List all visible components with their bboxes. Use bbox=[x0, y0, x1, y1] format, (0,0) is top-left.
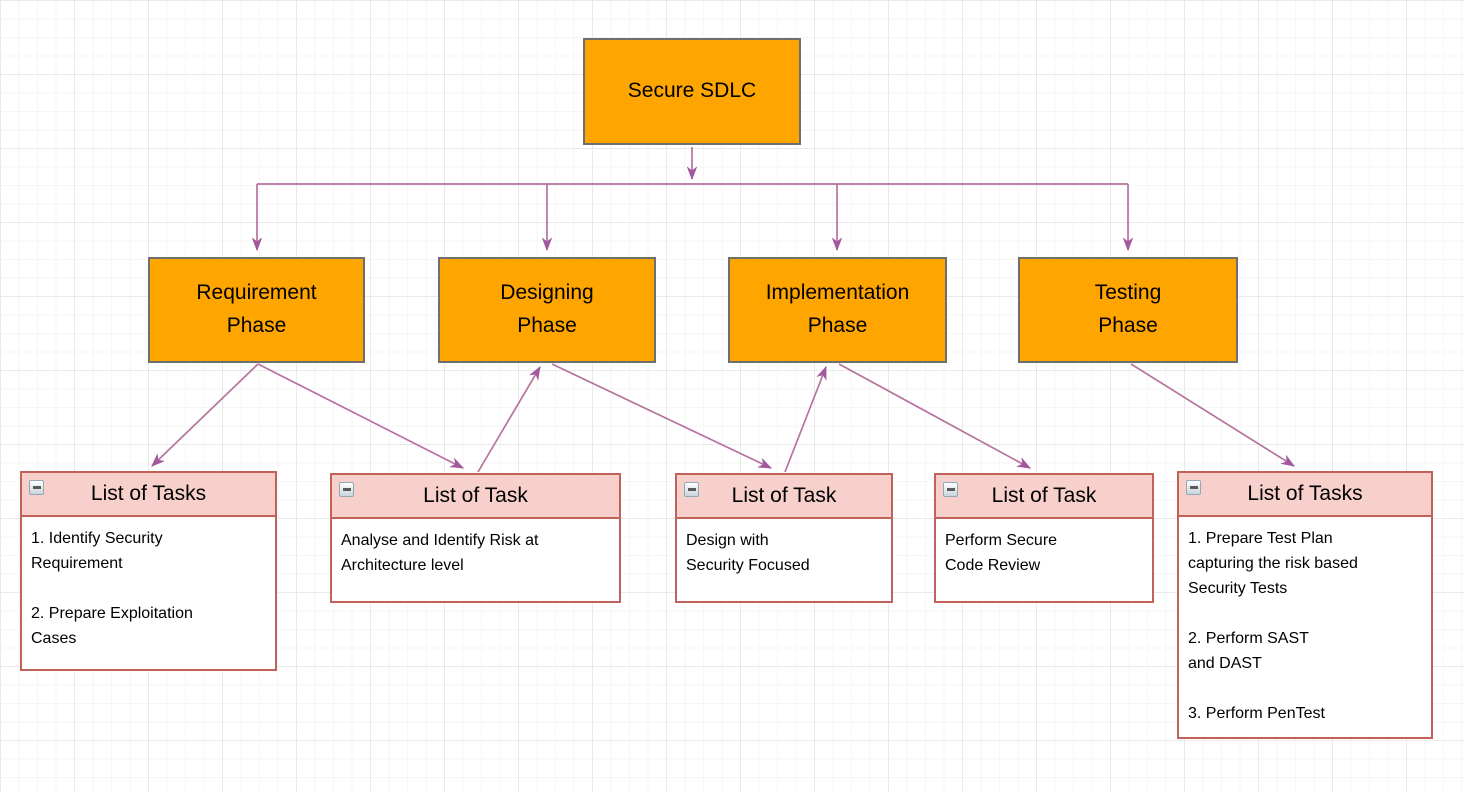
edge-requirement-to-task-list-2[interactable] bbox=[257, 363, 463, 469]
task-list-2-header[interactable]: List of Task bbox=[332, 475, 619, 519]
task-list-4-title: List of Task bbox=[991, 484, 1097, 507]
minus-glyph bbox=[342, 488, 351, 491]
node-implementation-phase-label: Implementation Phase bbox=[765, 281, 910, 337]
node-designing-phase[interactable]: Designing Phase bbox=[438, 257, 656, 363]
task-list-2-title: List of Task bbox=[423, 484, 528, 507]
edge-task-list-3-to-implementation[interactable] bbox=[784, 367, 827, 473]
task-list-4-header[interactable]: List of Task bbox=[936, 475, 1152, 519]
node-secure-sdlc-label: Secure SDLC bbox=[627, 79, 757, 103]
task-list-1-body: 1. Identify Security Requirement 2. Prep… bbox=[31, 530, 193, 647]
task-list-2-body: Analyse and Identify Risk at Architectur… bbox=[341, 532, 539, 574]
task-list-3-header[interactable]: List of Task bbox=[677, 475, 891, 519]
edge-designing-to-task-list-3[interactable] bbox=[551, 363, 771, 469]
task-list-3[interactable]: List of Task Design with Security Focuse… bbox=[675, 473, 893, 603]
task-list-1-title: List of Tasks bbox=[90, 482, 207, 505]
minus-glyph bbox=[1189, 486, 1198, 489]
task-list-5[interactable]: List of Tasks 1. Prepare Test Plan captu… bbox=[1177, 471, 1433, 739]
edge-task-list-2-to-designing[interactable] bbox=[477, 367, 541, 473]
task-list-3-title: List of Task bbox=[731, 484, 837, 507]
minus-glyph bbox=[946, 488, 955, 491]
collapse-icon[interactable] bbox=[339, 482, 354, 497]
collapse-icon[interactable] bbox=[943, 482, 958, 497]
task-list-1-header[interactable]: List of Tasks bbox=[22, 473, 275, 517]
task-list-4-body: Perform Secure Code Review bbox=[945, 532, 1058, 574]
task-list-5-header[interactable]: List of Tasks bbox=[1179, 473, 1431, 517]
node-requirement-phase[interactable]: Requirement Phase bbox=[148, 257, 365, 363]
node-implementation-phase[interactable]: Implementation Phase bbox=[728, 257, 947, 363]
edge-requirement-to-task-list-1[interactable] bbox=[152, 363, 259, 466]
minus-glyph bbox=[32, 486, 41, 489]
node-testing-phase-label: Testing Phase bbox=[1094, 281, 1162, 337]
node-requirement-phase-label: Requirement Phase bbox=[196, 281, 317, 337]
task-list-5-title: List of Tasks bbox=[1247, 482, 1363, 505]
node-designing-phase-label: Designing Phase bbox=[500, 281, 594, 337]
node-testing-phase[interactable]: Testing Phase bbox=[1018, 257, 1238, 363]
collapse-icon[interactable] bbox=[29, 480, 44, 495]
collapse-icon[interactable] bbox=[684, 482, 699, 497]
minus-glyph bbox=[687, 488, 696, 491]
task-list-4[interactable]: List of Task Perform Secure Code Review bbox=[934, 473, 1154, 603]
collapse-icon[interactable] bbox=[1186, 480, 1201, 495]
edge-testing-to-task-list-5[interactable] bbox=[1130, 363, 1294, 467]
node-secure-sdlc[interactable]: Secure SDLC bbox=[583, 38, 801, 145]
edge-implementation-to-task-list-4[interactable] bbox=[838, 363, 1030, 469]
task-list-3-body: Design with Security Focused bbox=[686, 532, 810, 574]
task-list-1[interactable]: List of Tasks 1. Identify Security Requi… bbox=[20, 471, 277, 671]
task-list-2[interactable]: List of Task Analyse and Identify Risk a… bbox=[330, 473, 621, 603]
task-list-5-body: 1. Prepare Test Plan capturing the risk … bbox=[1188, 530, 1358, 722]
